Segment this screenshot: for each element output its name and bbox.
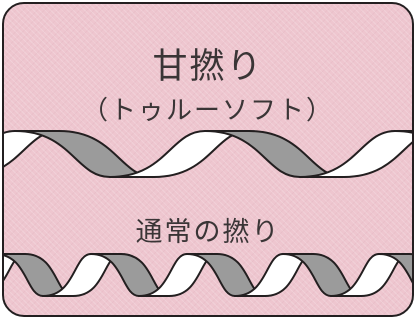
- regular-twist-rope-gray-strand: [378, 253, 412, 284]
- soft-twist-title: 甘撚り: [152, 47, 264, 87]
- soft-twist-rope-white-strand: [299, 130, 412, 178]
- regular-twist-rope: [4, 253, 412, 297]
- soft-twist-rope-gray-strand: [394, 130, 412, 134]
- soft-twist-subtitle: （トゥルーソフト）: [81, 96, 334, 126]
- soft-twist-rope: [4, 130, 412, 178]
- twist-comparison-panel: 甘撚り （トゥルーソフト） 通常の撚り: [2, 2, 414, 317]
- regular-twist-title: 通常の撚り: [135, 217, 281, 248]
